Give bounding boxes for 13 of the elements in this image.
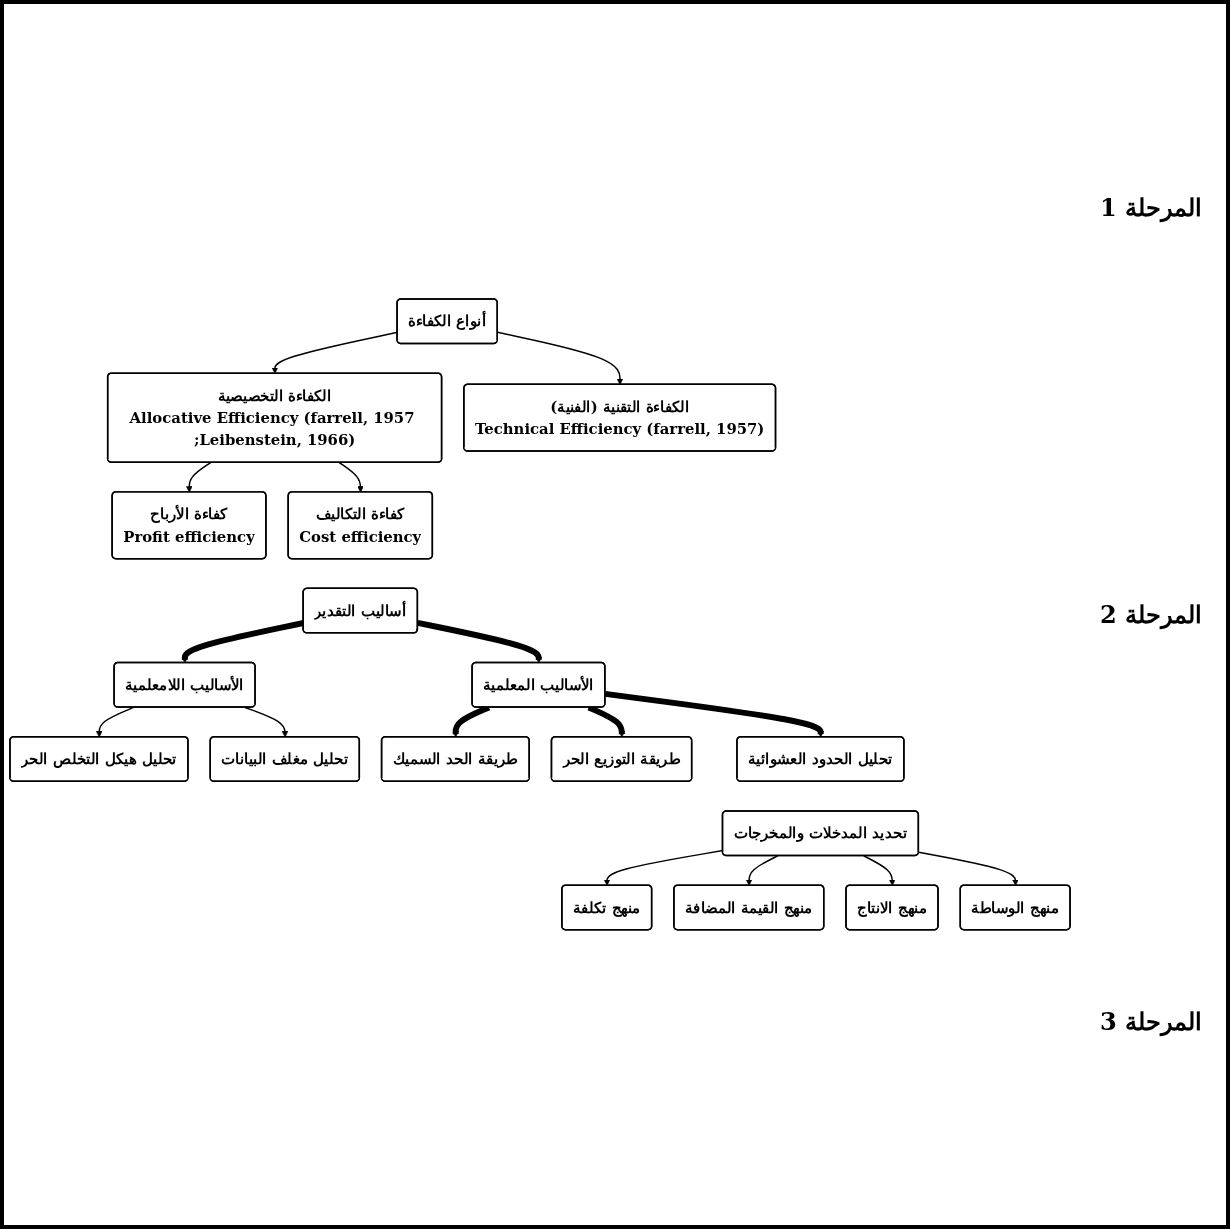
arrow: [417, 620, 542, 664]
stage-label: المرحلة 1: [1099, 193, 1203, 222]
arrow: [244, 706, 289, 738]
arrow: [917, 851, 1019, 886]
arrow: [745, 855, 779, 886]
stage-label: المرحلة 3: [1099, 1007, 1203, 1036]
arrow: [95, 706, 135, 738]
arrow: [185, 462, 212, 493]
arrow: [603, 850, 724, 886]
arrow: [604, 691, 824, 738]
arrow: [863, 855, 896, 886]
arrow: [338, 462, 364, 493]
stage-label: المرحلة 2: [1099, 600, 1203, 629]
